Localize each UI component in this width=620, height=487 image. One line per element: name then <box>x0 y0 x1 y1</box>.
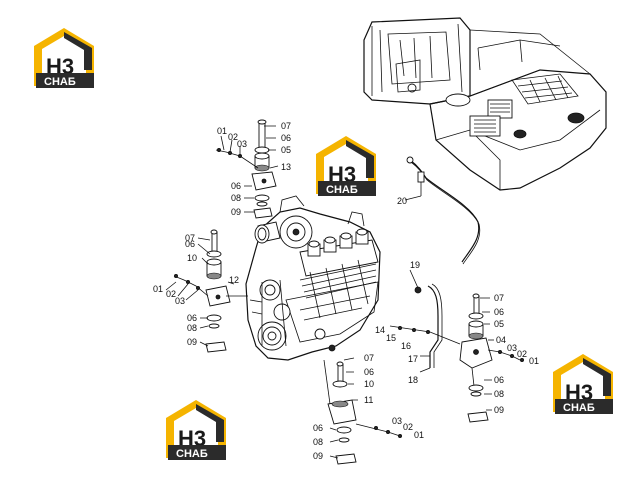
logo-bottom-left: H3 СНАБ <box>166 400 226 460</box>
logo-right: H3 СНАБ <box>553 354 613 414</box>
callout: 09 <box>187 337 197 347</box>
callout: 06 <box>494 375 504 385</box>
callout: 20 <box>397 196 407 206</box>
dipstick-cable <box>404 156 481 265</box>
callout: 11 <box>364 395 373 405</box>
callout: 03 <box>392 416 402 426</box>
callout: 08 <box>231 193 241 203</box>
logo-word: СНАБ <box>326 184 358 196</box>
callout: 03 <box>237 139 247 149</box>
callout: 18 <box>408 375 418 385</box>
callout: 03 <box>175 296 185 306</box>
callout: 10 <box>187 253 197 263</box>
callout-labels: 01 02 03 07 06 05 13 06 08 09 20 07 06 1… <box>153 121 539 461</box>
callout: 15 <box>386 333 396 343</box>
callout: 07 <box>494 293 504 303</box>
callout: 19 <box>410 260 420 270</box>
callout: 06 <box>281 133 291 143</box>
callout: 02 <box>517 349 527 359</box>
callout: 09 <box>231 207 241 217</box>
callout: 02 <box>166 289 176 299</box>
callout: 10 <box>364 379 374 389</box>
callout: 14 <box>375 325 385 335</box>
engine-block <box>245 195 381 361</box>
callout: 02 <box>403 422 413 432</box>
callout: 06 <box>187 313 197 323</box>
bottom-mount-stack <box>323 357 402 465</box>
callout: 06 <box>231 181 241 191</box>
callout: 07 <box>364 353 374 363</box>
top-mount-stack <box>215 119 279 219</box>
callout: 03 <box>507 343 517 353</box>
callout: 01 <box>414 430 424 440</box>
logo-word: СНАБ <box>563 402 595 414</box>
callout: 07 <box>281 121 291 131</box>
callout: 09 <box>494 405 504 415</box>
callout: 01 <box>153 284 163 294</box>
callout: 06 <box>494 307 504 317</box>
callout: 01 <box>217 126 227 136</box>
callout: 01 <box>529 356 539 366</box>
callout: 17 <box>408 354 418 364</box>
logo-center: H3 СНАБ <box>316 136 376 196</box>
callout: 08 <box>494 389 504 399</box>
callout: 12 <box>229 275 239 285</box>
left-mount-stack <box>165 229 248 353</box>
callout: 08 <box>313 437 323 447</box>
logo-word: СНАБ <box>44 76 76 88</box>
right-mount-stack <box>389 293 525 423</box>
callout: 13 <box>281 162 291 172</box>
callout: 16 <box>401 341 411 351</box>
callout: 06 <box>364 367 374 377</box>
callout: 07 <box>185 233 195 243</box>
callout: 06 <box>185 239 195 249</box>
logo-word: СНАБ <box>176 448 208 460</box>
callout: 08 <box>187 323 197 333</box>
callout: 04 <box>496 335 506 345</box>
logo-top-left: H3 СНАБ <box>34 28 94 88</box>
excavator-upper-structure <box>363 17 607 191</box>
callout: 02 <box>228 132 238 142</box>
dipstick-tube <box>409 269 443 373</box>
callout: 05 <box>494 319 504 329</box>
callout: 09 <box>313 451 323 461</box>
callout: 05 <box>281 145 291 155</box>
callout: 06 <box>313 423 323 433</box>
